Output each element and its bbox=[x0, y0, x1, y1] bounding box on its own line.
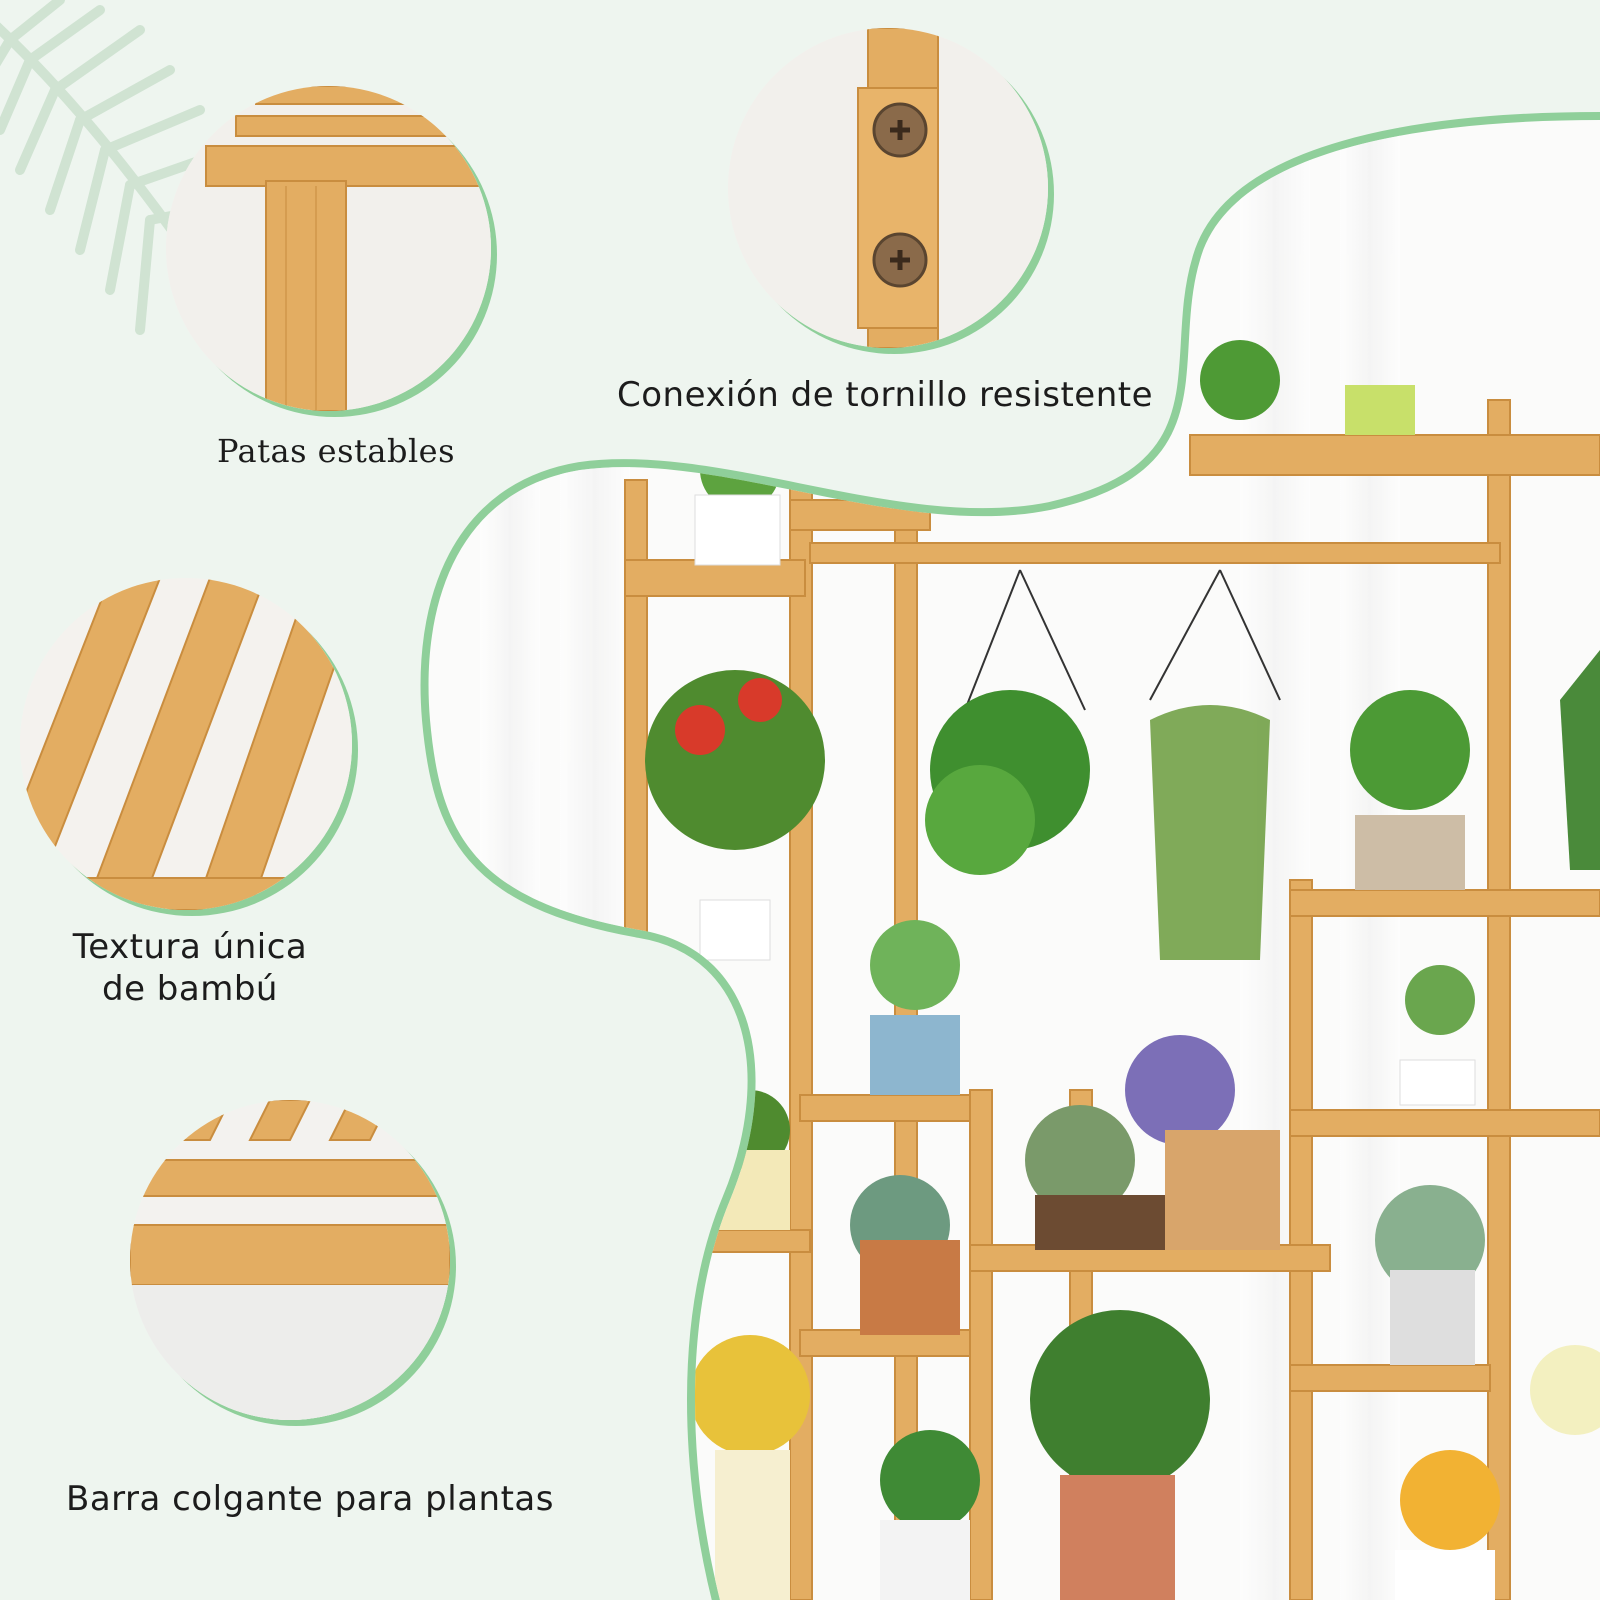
caption-texture-line-1: Textura única bbox=[72, 927, 308, 967]
caption-texture-line-2: de bambú bbox=[102, 969, 278, 1009]
detail-circle-bar bbox=[130, 1100, 450, 1420]
detail-circle-screws bbox=[728, 28, 1048, 348]
caption-bar: Barra colgante para plantas bbox=[66, 1479, 554, 1519]
caption-legs: Patas estables bbox=[216, 432, 456, 470]
screw-icon bbox=[728, 28, 1048, 348]
caption-screws: Conexión de tornillo resistente bbox=[616, 375, 1154, 415]
caption-texture: Textura única de bambú bbox=[40, 926, 340, 1010]
palm-leaf-icon bbox=[0, 0, 280, 365]
bamboo-slats-icon bbox=[20, 578, 352, 910]
bamboo-leg-icon bbox=[166, 86, 491, 411]
detail-circle-texture bbox=[20, 578, 352, 910]
detail-circle-legs bbox=[166, 86, 491, 411]
hanging-bar-icon bbox=[130, 1100, 450, 1420]
